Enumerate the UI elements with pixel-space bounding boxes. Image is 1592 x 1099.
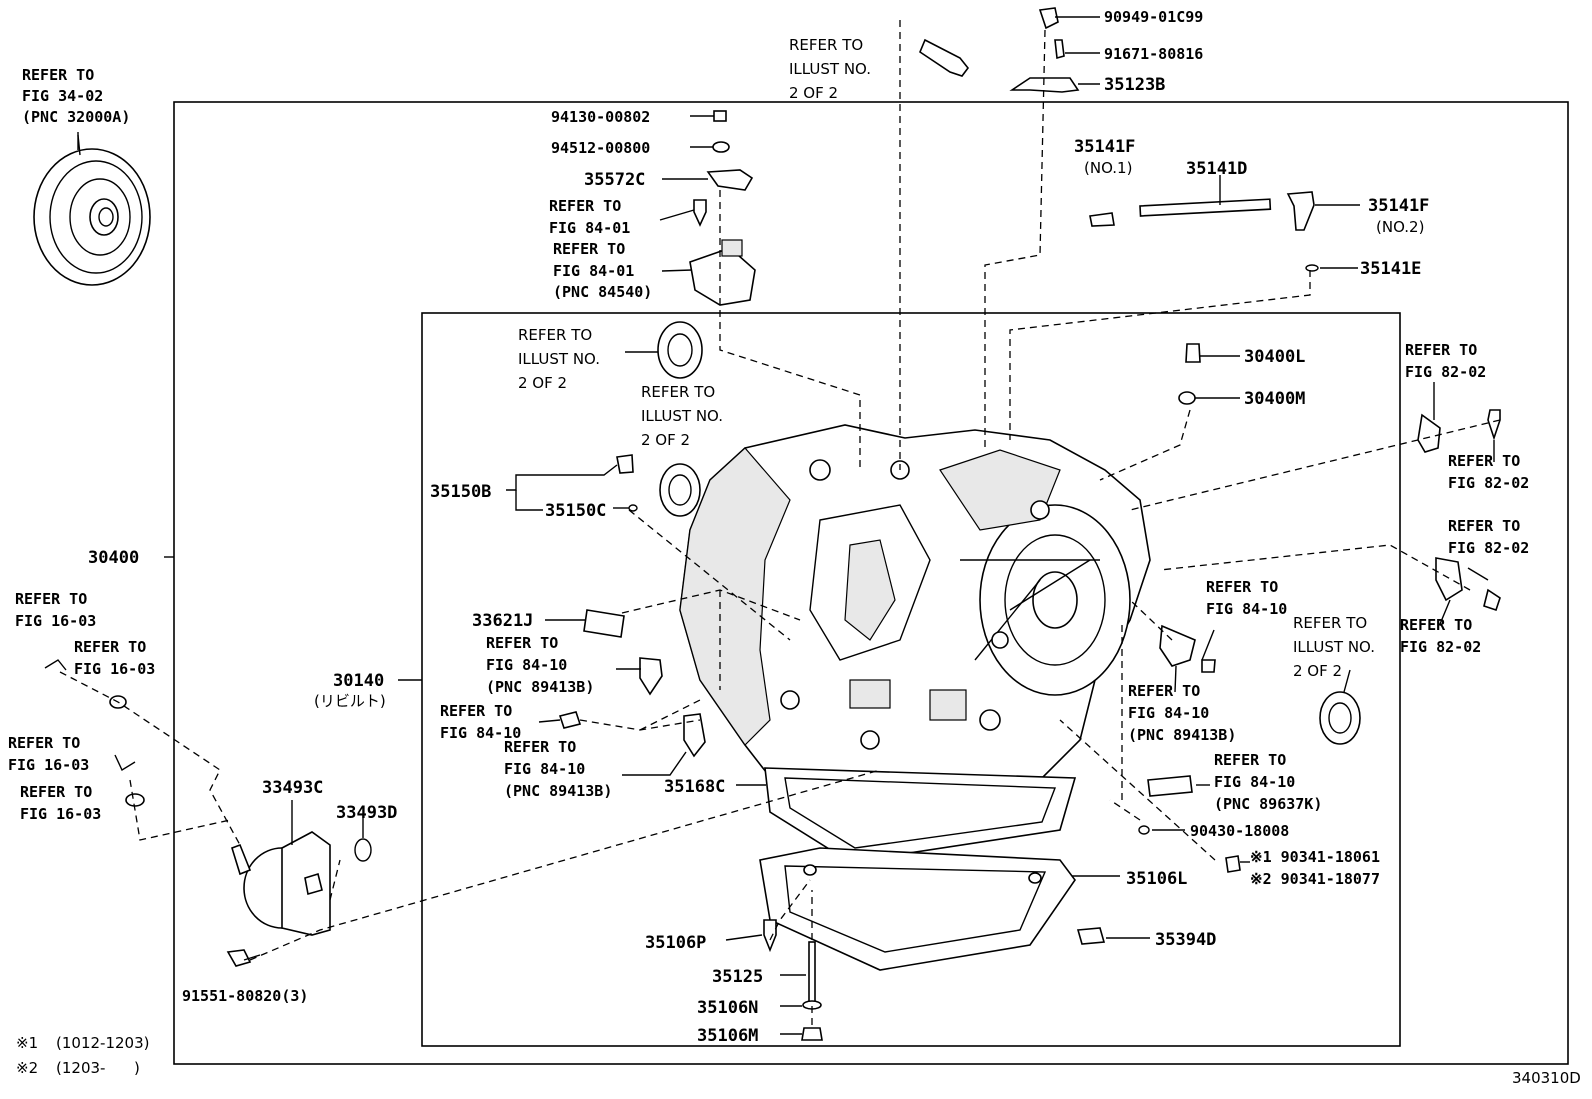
refer-fig-16-03-a-line1: REFER TO bbox=[15, 590, 87, 608]
label-35394D: 35394D bbox=[1155, 930, 1216, 950]
label-33493C: 33493C bbox=[262, 778, 323, 798]
refer-fig-82-02-b-line1: REFER TO bbox=[1448, 452, 1520, 470]
small-parts-drawing bbox=[44, 7, 1501, 1041]
label-35150B: 35150B bbox=[430, 482, 491, 502]
label-35141D: 35141D bbox=[1186, 159, 1247, 179]
refer-fig-84-10-a-line3: (PNC 89413B) bbox=[486, 678, 594, 696]
refer-fig-16-03-c-line1: REFER TO bbox=[8, 734, 80, 752]
refer-fig-34-02-line2: FIG 34-02 bbox=[22, 87, 103, 105]
refer-illust-seal1-line1: REFER TO bbox=[518, 326, 592, 344]
refer-illust-right-line1: REFER TO bbox=[1293, 614, 1367, 632]
refer-fig-84-01-b-line1: REFER TO bbox=[553, 240, 625, 258]
label-30400: 30400 bbox=[88, 548, 139, 568]
label-35168C: 35168C bbox=[664, 777, 725, 797]
refer-fig-84-10-c-line1: REFER TO bbox=[504, 738, 576, 756]
refer-fig-84-10-f-line2: FIG 84-10 bbox=[1214, 773, 1295, 791]
refer-fig-82-02-d-line1: REFER TO bbox=[1400, 616, 1472, 634]
label-90341-18061: ※1 90341-18061 bbox=[1250, 848, 1380, 866]
refer-fig-84-01-b-line2: FIG 84-01 bbox=[553, 262, 634, 280]
label-30400M: 30400M bbox=[1244, 389, 1305, 409]
note-1-mark: ※1 bbox=[16, 1034, 38, 1052]
labels: REFER TO FIG 34-02 (PNC 32000A) REFER TO… bbox=[8, 8, 1581, 1087]
refer-fig-34-02-line3: (PNC 32000A) bbox=[22, 108, 130, 126]
refer-illust-seal2-line2: ILLUST NO. bbox=[641, 407, 723, 425]
label-35141E: 35141E bbox=[1360, 259, 1421, 279]
refer-fig-84-10-f-line1: REFER TO bbox=[1214, 751, 1286, 769]
transaxle-assembly-drawing bbox=[679, 424, 1151, 971]
refer-fig-84-10-b-line1: REFER TO bbox=[440, 702, 512, 720]
refer-fig-84-10-e-line3: (PNC 89413B) bbox=[1128, 726, 1236, 744]
refer-illust-top-line3: 2 OF 2 bbox=[789, 84, 838, 102]
refer-fig-84-10-c-line3: (PNC 89413B) bbox=[504, 782, 612, 800]
label-35572C: 35572C bbox=[584, 170, 645, 190]
refer-fig-84-10-a-line1: REFER TO bbox=[486, 634, 558, 652]
refer-fig-82-02-a-line1: REFER TO bbox=[1405, 341, 1477, 359]
refer-illust-seal1-line2: ILLUST NO. bbox=[518, 350, 600, 368]
label-90949-01C99: 90949-01C99 bbox=[1104, 8, 1203, 26]
refer-illust-right-line3: 2 OF 2 bbox=[1293, 662, 1342, 680]
refer-fig-84-01-a-line1: REFER TO bbox=[549, 197, 621, 215]
refer-fig-84-10-d-line2: FIG 84-10 bbox=[1206, 600, 1287, 618]
label-33621J: 33621J bbox=[472, 611, 533, 631]
outer-frame bbox=[173, 101, 1569, 1065]
label-35150C: 35150C bbox=[545, 501, 606, 521]
refer-fig-16-03-c-line2: FIG 16-03 bbox=[8, 756, 89, 774]
label-30140-sub: (リビルト) bbox=[314, 692, 386, 710]
label-30140: 30140 bbox=[333, 671, 384, 691]
refer-fig-84-10-c-line2: FIG 84-10 bbox=[504, 760, 585, 778]
refer-fig-84-10-b-line2: FIG 84-10 bbox=[440, 724, 521, 742]
refer-fig-16-03-a-line2: FIG 16-03 bbox=[15, 612, 96, 630]
refer-fig-16-03-b-line1: REFER TO bbox=[74, 638, 146, 656]
label-35141F-no1: 35141F bbox=[1074, 137, 1135, 157]
refer-illust-right-line2: ILLUST NO. bbox=[1293, 638, 1375, 656]
label-90341-18077: ※2 90341-18077 bbox=[1250, 870, 1380, 888]
refer-illust-top-line2: ILLUST NO. bbox=[789, 60, 871, 78]
label-91671-80816: 91671-80816 bbox=[1104, 45, 1203, 63]
label-35106N: 35106N bbox=[697, 998, 758, 1018]
refer-fig-84-10-d-line1: REFER TO bbox=[1206, 578, 1278, 596]
label-35106L: 35106L bbox=[1126, 869, 1187, 889]
refer-illust-top-line1: REFER TO bbox=[789, 36, 863, 54]
label-90430-18008: 90430-18008 bbox=[1190, 822, 1289, 840]
refer-fig-82-02-d-line2: FIG 82-02 bbox=[1400, 638, 1481, 656]
refer-fig-82-02-c-line1: REFER TO bbox=[1448, 517, 1520, 535]
label-35106P: 35106P bbox=[645, 933, 706, 953]
label-91551-80820: 91551-80820(3) bbox=[182, 987, 308, 1005]
refer-fig-84-01-a-line2: FIG 84-01 bbox=[549, 219, 630, 237]
refer-fig-82-02-b-line2: FIG 82-02 bbox=[1448, 474, 1529, 492]
label-35106M: 35106M bbox=[697, 1026, 758, 1046]
refer-illust-seal1-line3: 2 OF 2 bbox=[518, 374, 567, 392]
leader-lines bbox=[77, 16, 1495, 1035]
refer-fig-84-10-a-line2: FIG 84-10 bbox=[486, 656, 567, 674]
note-1-range: (1012-1203) bbox=[56, 1034, 149, 1052]
label-35141F-no2-sub: (NO.2) bbox=[1376, 218, 1424, 236]
dashed-assembly-lines bbox=[59, 20, 1501, 1030]
refer-fig-84-10-e-line1: REFER TO bbox=[1128, 682, 1200, 700]
label-30400L: 30400L bbox=[1244, 347, 1305, 367]
label-35125: 35125 bbox=[712, 967, 763, 987]
refer-fig-16-03-d-line1: REFER TO bbox=[20, 783, 92, 801]
refer-illust-seal2-line1: REFER TO bbox=[641, 383, 715, 401]
refer-fig-84-10-e-line2: FIG 84-10 bbox=[1128, 704, 1209, 722]
refer-fig-84-01-b-line3: (PNC 84540) bbox=[553, 283, 652, 301]
note-2-range: (1203- ) bbox=[56, 1059, 140, 1077]
refer-fig-16-03-d-line2: FIG 16-03 bbox=[20, 805, 101, 823]
label-94130-00802: 94130-00802 bbox=[551, 108, 650, 126]
label-35123B: 35123B bbox=[1104, 75, 1165, 95]
label-35141F-no1-sub: (NO.1) bbox=[1084, 159, 1132, 177]
torque-converter-drawing bbox=[33, 134, 151, 286]
refer-illust-seal2-line3: 2 OF 2 bbox=[641, 431, 690, 449]
refer-fig-82-02-a-line2: FIG 82-02 bbox=[1405, 363, 1486, 381]
refer-fig-82-02-c-line2: FIG 82-02 bbox=[1448, 539, 1529, 557]
refer-fig-84-10-f-line3: (PNC 89637K) bbox=[1214, 795, 1322, 813]
diagram-id: 340310D bbox=[1512, 1069, 1581, 1087]
note-2-mark: ※2 bbox=[16, 1059, 38, 1077]
refer-fig-34-02-line1: REFER TO bbox=[22, 66, 94, 84]
label-35141F-no2: 35141F bbox=[1368, 196, 1429, 216]
label-33493D: 33493D bbox=[336, 803, 397, 823]
refer-fig-16-03-b-line2: FIG 16-03 bbox=[74, 660, 155, 678]
label-94512-00800: 94512-00800 bbox=[551, 139, 650, 157]
